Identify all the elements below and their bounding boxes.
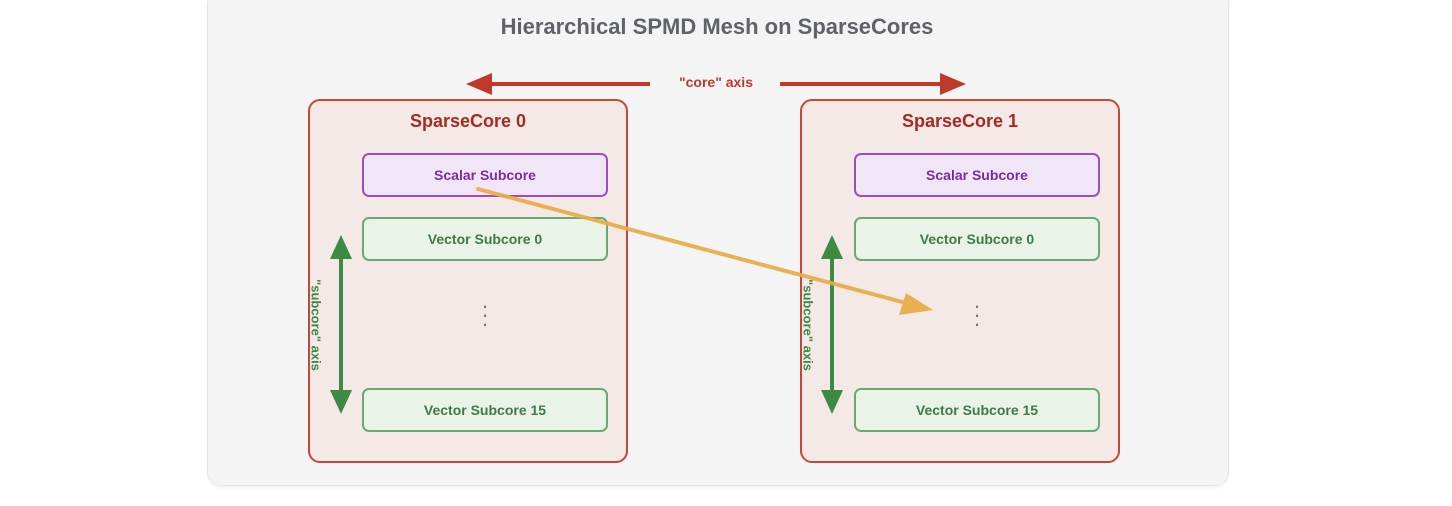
core-axis-label: "core" axis: [679, 74, 753, 90]
sparsecore-1-vector-subcore-15: Vector Subcore 15: [854, 388, 1100, 432]
diagram-title: Hierarchical SPMD Mesh on SparseCores: [500, 14, 934, 39]
sparsecore-0-subcore-axis-head-up: [330, 235, 352, 259]
sparsecore-1-ellipsis: ···: [973, 293, 981, 336]
sparsecore-1-subcore-axis-head-up: [821, 235, 843, 259]
sparsecore-1-scalar-subcore: Scalar Subcore: [854, 153, 1100, 197]
sparsecore-1-title: SparseCore 1: [901, 111, 1019, 131]
sparsecore-0-vector-subcore-0: Vector Subcore 0: [362, 217, 608, 261]
sparsecore-0-subcore-axis-arrow: [330, 235, 352, 414]
sparsecore-0-title: SparseCore 0: [409, 111, 527, 131]
sparsecore-0-subcore-axis-head-down: [330, 390, 352, 414]
sparsecore-1-vector-subcore-0: Vector Subcore 0: [854, 217, 1100, 261]
sparsecore-0-vector-subcore-15: Vector Subcore 15: [362, 388, 608, 432]
highlight-arrow-line: [476, 187, 908, 305]
highlight-arrow-head: [899, 293, 933, 315]
core-axis-arrow-right-head: [940, 73, 966, 95]
sparsecore-1-subcore-axis-head-down: [821, 390, 843, 414]
highlight-arrow: [476, 187, 933, 315]
core-axis-arrow-left-head: [466, 73, 492, 95]
sparsecore-0-ellipsis: ···: [481, 293, 489, 336]
sparsecore-0: SparseCore 0 Scalar Subcore Vector Subco…: [308, 99, 628, 463]
sparsecore-1: SparseCore 1 Scalar Subcore Vector Subco…: [800, 99, 1120, 463]
core-axis-arrow: [466, 73, 966, 95]
sparsecore-1-subcore-axis-arrow: [821, 235, 843, 414]
